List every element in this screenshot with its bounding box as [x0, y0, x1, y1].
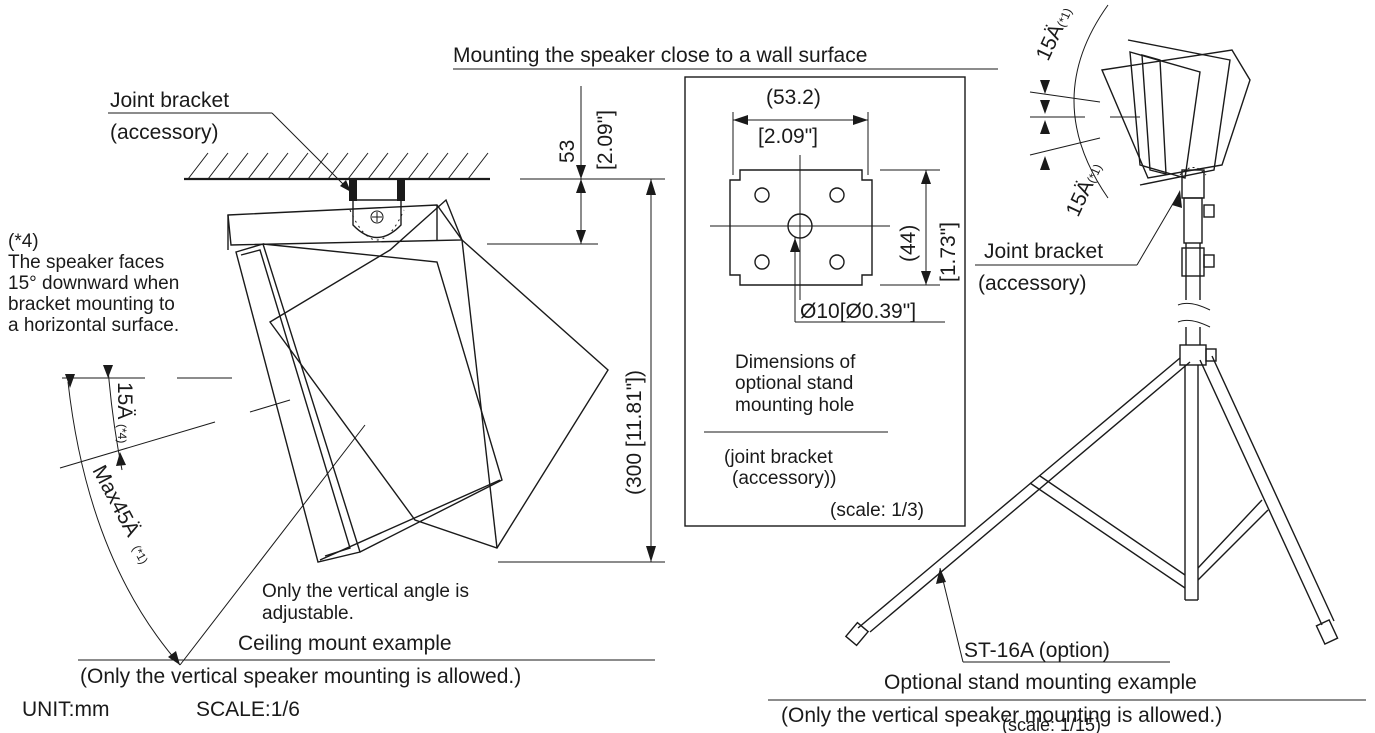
dim-300-text: (300 [11.81"])	[623, 370, 646, 495]
hole-title-3: mounting hole	[735, 395, 854, 416]
wall-section-title-text: Mounting the speaker close to a wall sur…	[453, 44, 867, 67]
stand-joint-bracket-label: Joint bracket	[984, 240, 1103, 263]
stand-caption: Optional stand mounting example	[884, 671, 1197, 694]
angle-15-text: 15Ä	[113, 382, 136, 419]
note-line-3: bracket mounting to	[8, 294, 175, 315]
speaker-body	[227, 198, 609, 563]
hole-dim-width-inch: [2.09"]	[758, 125, 818, 148]
plate-hole-tr	[829, 187, 845, 203]
hole-detail-frame	[684, 76, 966, 527]
dim-53-text: 53	[556, 140, 579, 163]
ceiling-mount-example: Joint bracket (accessory)	[8, 86, 665, 721]
stand-legs	[844, 355, 1339, 647]
ceiling-leader-arrow	[340, 180, 351, 192]
angle-max45-text: Max45Ä	[88, 462, 144, 541]
hole-sub-1: (joint bracket	[724, 447, 833, 468]
hole-title-2: optional stand	[735, 373, 853, 394]
dim-53: 53 [2.09"]	[487, 86, 617, 245]
stand-joint-bracket-sub: (accessory)	[978, 272, 1087, 295]
stand-mount-example: 15Ä (*1) 15Ä (*1)	[768, 4, 1366, 733]
wall-section-title: Mounting the speaker close to a wall sur…	[453, 44, 998, 70]
hole-title-1: Dimensions of	[735, 352, 856, 373]
hole-diameter-text: Ø10[Ø0.39"]	[800, 300, 916, 323]
dim-53-inch-text: [2.09"]	[594, 110, 617, 170]
stand-label: ST-16A (option)	[964, 639, 1110, 662]
stand-scale: (scale: 1/15)	[1002, 715, 1101, 733]
mount-plate	[729, 169, 873, 286]
note-line-2: 15° downward when	[8, 273, 179, 294]
hole-dim-height: (44)	[897, 225, 920, 262]
angle-15-sup: (*4)	[115, 424, 129, 443]
stand-caption-note: (Only the vertical speaker mounting is a…	[781, 704, 1222, 727]
hole-scale: (scale: 1/3)	[830, 500, 924, 521]
stand-angle: 15Ä (*1) 15Ä (*1)	[1029, 4, 1140, 220]
hole-sub-2: (accessory))	[732, 468, 837, 489]
plate-hole-tl	[754, 187, 770, 203]
hole-dim-height-inch: [1.73"]	[937, 222, 960, 282]
plate-hole-bl	[754, 254, 770, 270]
stand-angle-top-sup: (*1)	[1054, 6, 1075, 29]
ceiling-joint-bracket-sub: (accessory)	[110, 121, 219, 144]
plate-hole-br	[829, 254, 845, 270]
vertical-note-1: Only the vertical angle is	[262, 581, 469, 602]
hole-dim-width: (53.2)	[766, 86, 821, 109]
note-ref: (*4)	[8, 231, 39, 252]
note-line-1: The speaker faces	[8, 252, 164, 273]
ceiling-joint-bracket-label: Joint bracket	[110, 89, 229, 112]
scale-label: SCALE:1/6	[196, 698, 300, 721]
ceiling-note: (*4) The speaker faces 15° downward when…	[8, 231, 179, 336]
joint-bracket	[349, 179, 405, 241]
dim-300: (300 [11.81"])	[498, 178, 665, 563]
angle-max45-sup: (*1)	[129, 543, 150, 567]
stand-pole	[1177, 167, 1217, 601]
stand-speaker	[1101, 39, 1251, 186]
ceiling-caption: Ceiling mount example	[238, 632, 452, 655]
ceiling-surface	[184, 152, 490, 181]
stand-angle-bottom-sup: (*1)	[1084, 162, 1105, 185]
ceiling-caption-note: (Only the vertical speaker mounting is a…	[80, 665, 521, 688]
note-line-4: a horizontal surface.	[8, 315, 179, 336]
vertical-note-2: adjustable.	[262, 603, 354, 624]
hole-detail: (53.2) [2.09"] (44) [1.73"] Ø10[Ø0.39"] …	[684, 76, 966, 527]
unit-label: UNIT:mm	[22, 698, 110, 721]
